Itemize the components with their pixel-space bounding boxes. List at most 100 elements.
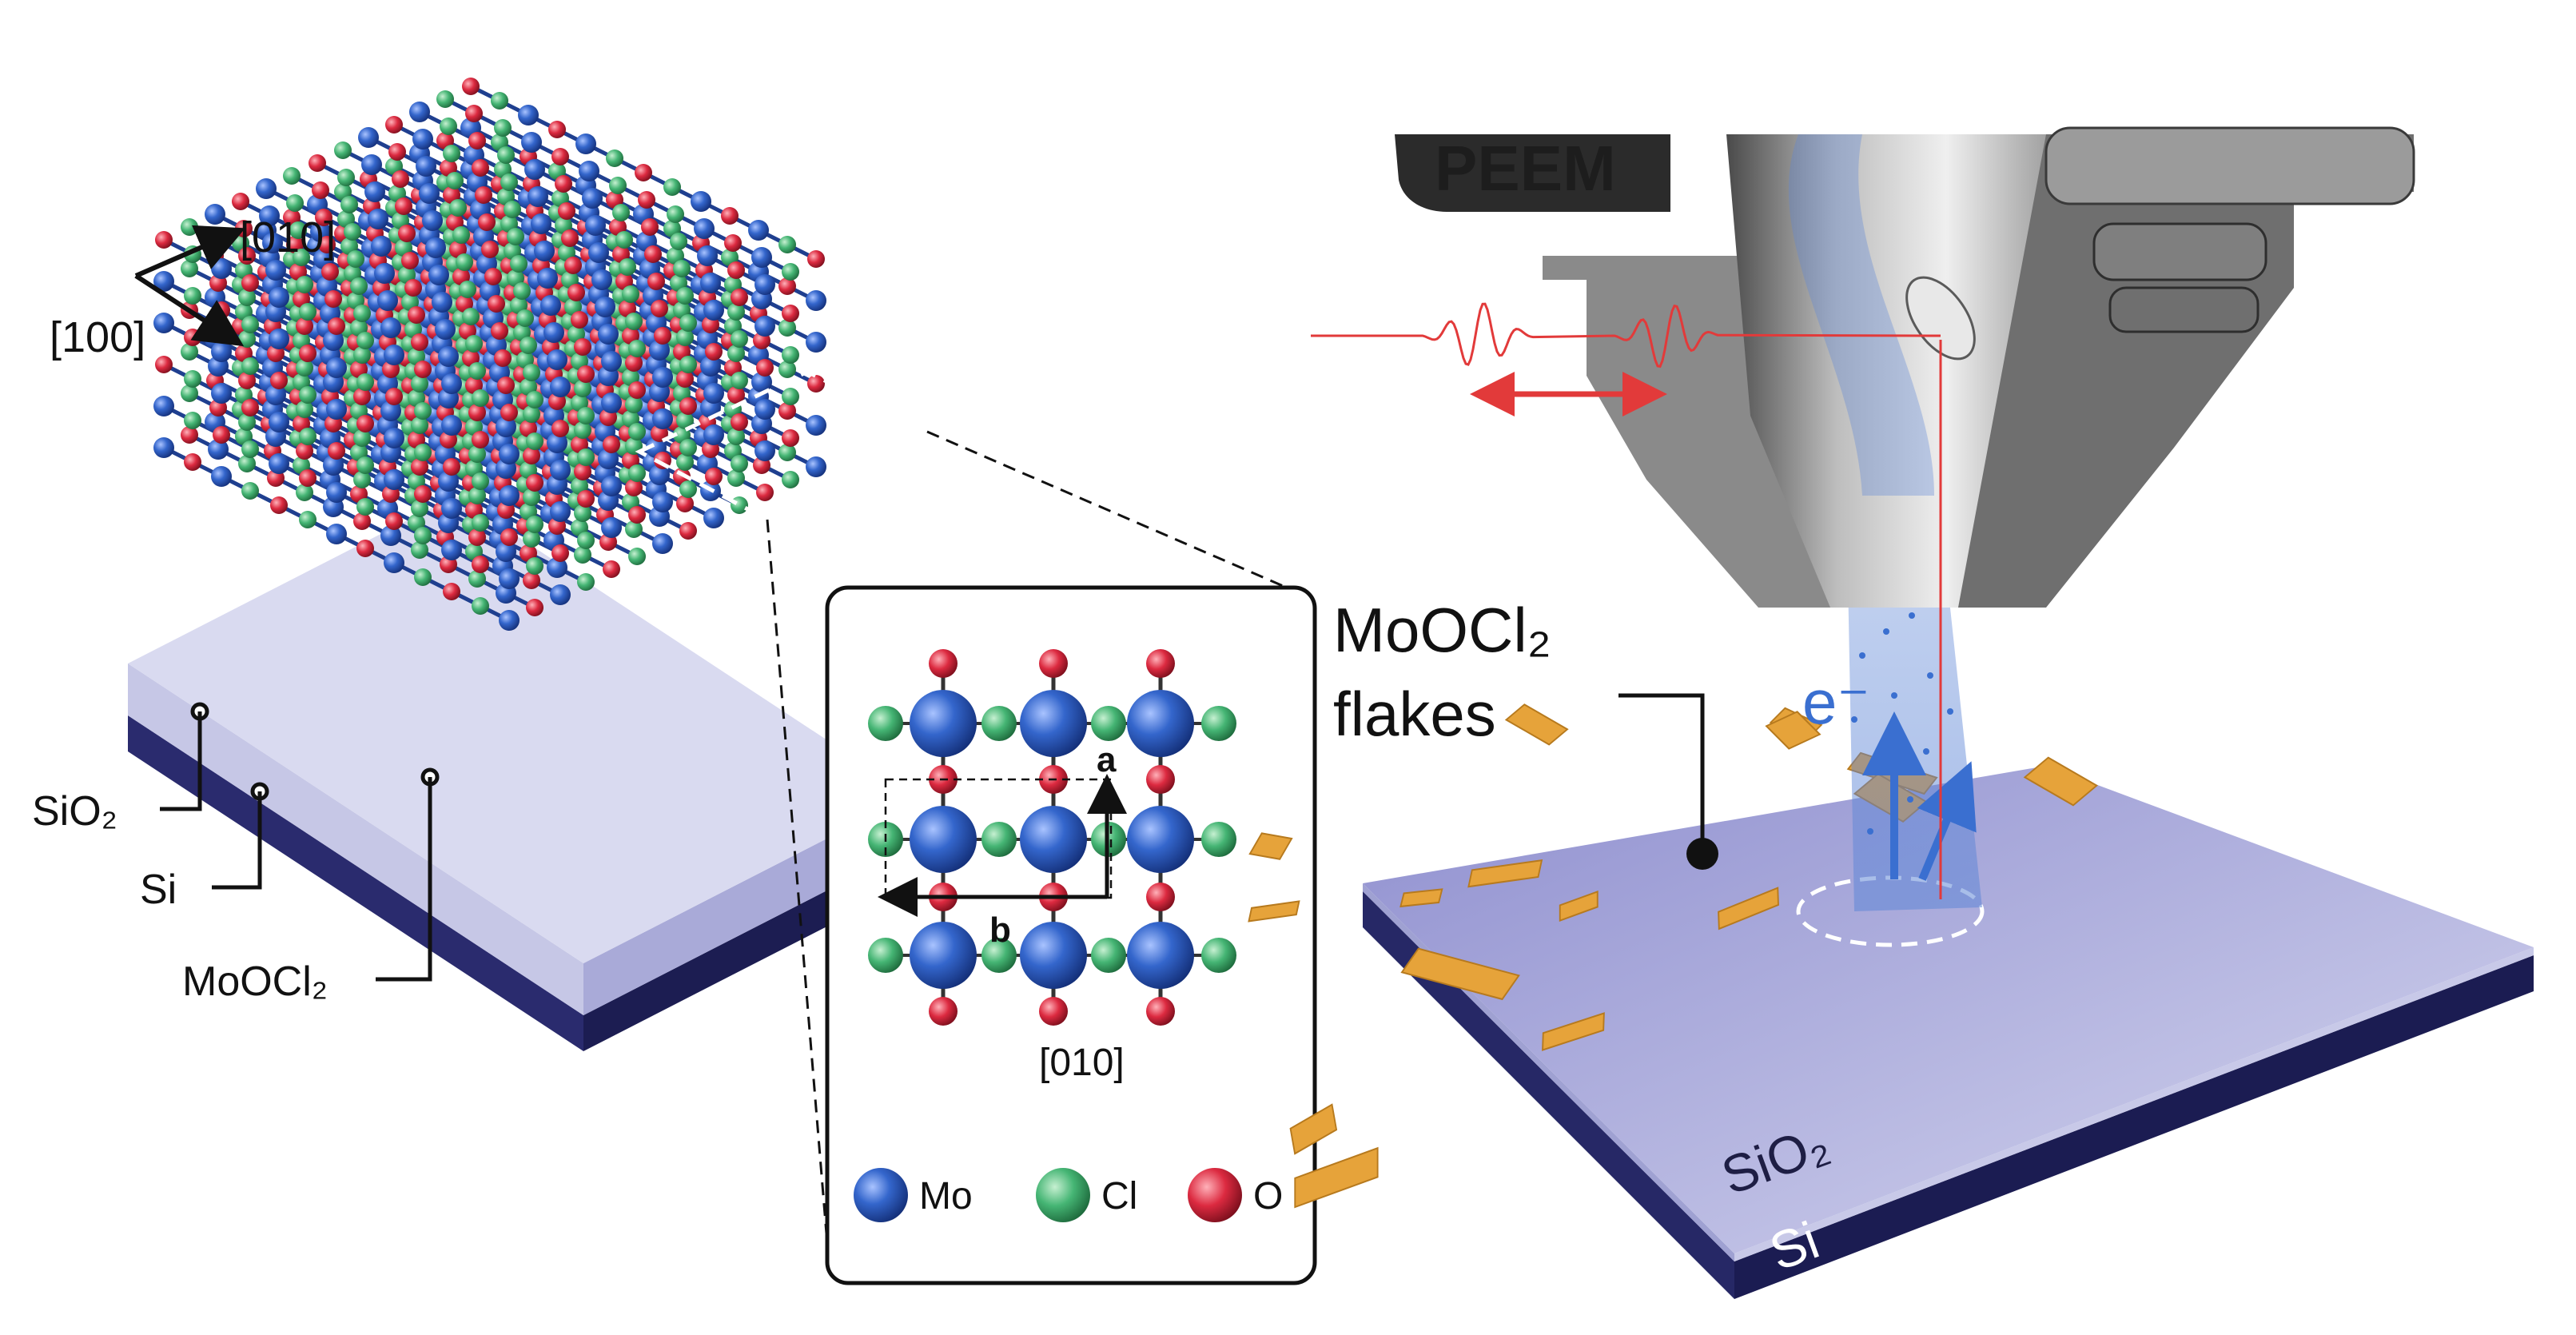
flake (1248, 832, 1293, 860)
o-atom (782, 305, 799, 322)
cl-atom (574, 380, 591, 397)
cl-atom (472, 472, 489, 490)
mo-atom (326, 524, 347, 544)
cl-atom (181, 385, 198, 402)
peem-ring-mid (2092, 222, 2267, 281)
o-atom (679, 522, 697, 540)
mo-atom (598, 448, 619, 469)
mo-atom (153, 271, 174, 292)
o-atom (411, 333, 428, 351)
peem-objective: PEEM (1391, 126, 2415, 608)
o-atom (603, 560, 620, 578)
o-atom (312, 181, 329, 199)
o-atom (644, 245, 662, 263)
cl-atom (334, 141, 352, 159)
inset-cl-atom (981, 822, 1017, 857)
legend-swatch-mo (854, 1168, 908, 1222)
left-sio2-top (128, 496, 911, 963)
o-atom (468, 132, 486, 149)
inset-cl-atom (868, 706, 903, 741)
mo-atom (582, 188, 603, 209)
mo-atom (380, 317, 401, 338)
inset-cl-atom (868, 938, 903, 973)
o-atom (472, 159, 489, 177)
mo-atom (435, 319, 456, 340)
inset-o-atom (1146, 883, 1175, 911)
cl-atom (436, 90, 454, 108)
o-atom (574, 338, 591, 356)
mo-atom (425, 237, 446, 258)
cl-atom (526, 557, 543, 575)
cl-atom (676, 329, 694, 346)
mo-atom (700, 273, 721, 293)
inset-o-atom (1039, 997, 1068, 1026)
inset-o-atom (929, 997, 958, 1026)
o-atom (321, 263, 339, 281)
cl-atom (628, 464, 646, 482)
legend-label-o: O (1253, 1175, 1283, 1217)
mo-atom (601, 476, 622, 496)
o-atom (328, 317, 345, 335)
cl-atom (296, 359, 313, 377)
mo-atom (528, 186, 548, 207)
inset-cl-atom (1201, 822, 1236, 857)
o-atom (324, 290, 342, 308)
flake (1765, 711, 1822, 750)
o-atom (385, 512, 403, 530)
cl-atom (296, 484, 313, 501)
mo-atom (208, 439, 229, 460)
o-atom (465, 105, 483, 122)
mo-atom (323, 330, 344, 351)
electron-dot (1859, 652, 1865, 659)
flakes-group (1248, 703, 2098, 1209)
cl-atom (468, 362, 486, 380)
cl-atom (615, 231, 633, 249)
o-atom (475, 186, 492, 204)
mo-atom (499, 444, 520, 464)
mo-atom (326, 399, 347, 420)
o-atom (484, 268, 502, 285)
cl-atom (299, 511, 317, 528)
flakes-callout-dot (1686, 838, 1718, 870)
mo-atom (588, 242, 609, 263)
o-atom (727, 261, 745, 279)
o-atom (241, 399, 259, 416)
cl-atom (507, 228, 524, 245)
cl-atom (778, 236, 796, 253)
mo-atom (703, 508, 724, 528)
o-atom (318, 236, 336, 253)
cl-atom (676, 412, 694, 429)
cl-atom (238, 413, 256, 431)
o-atom (778, 277, 796, 295)
o-atom (494, 349, 512, 367)
cl-atom (344, 223, 361, 241)
cl-atom (465, 335, 483, 353)
mo-atom (326, 357, 347, 378)
o-atom (641, 218, 659, 236)
cl-atom (523, 530, 540, 548)
inset-mo-atom (1020, 922, 1087, 989)
inset-o-atom (1146, 649, 1175, 678)
o-atom (567, 284, 585, 301)
peem-mirror (1905, 276, 1976, 361)
peem-ring-low (2108, 286, 2259, 333)
mo-atom (211, 341, 232, 362)
o-atom (625, 479, 643, 496)
o-atom (481, 241, 499, 258)
o-atom (551, 148, 569, 165)
o-atom (647, 273, 665, 290)
electron-dot (1883, 628, 1889, 635)
cl-atom (283, 167, 301, 185)
o-atom (309, 154, 326, 172)
cl-atom (356, 332, 374, 349)
mo-atom (499, 568, 520, 589)
inset-mo-atom (1020, 690, 1087, 757)
mo-atom (409, 102, 430, 122)
cl-atom (468, 570, 486, 588)
o-atom (523, 447, 540, 464)
cl-atom (679, 439, 697, 456)
o-atom (213, 426, 230, 444)
inset-mo-atom (910, 806, 977, 873)
mo-atom (422, 210, 443, 231)
peem-label: PEEM (1435, 133, 1616, 204)
